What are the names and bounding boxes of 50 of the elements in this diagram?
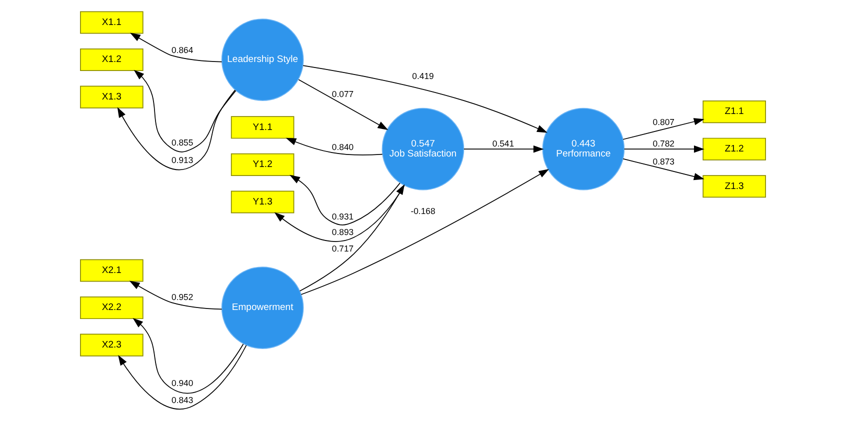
edge-label: 0.952 — [171, 292, 193, 302]
arrow — [274, 185, 404, 242]
arrow — [300, 168, 549, 295]
edge-label: 0.843 — [171, 395, 193, 406]
node-circle: 0.547 Job Satisfaction — [381, 108, 464, 190]
arrow — [118, 344, 246, 410]
edge-label: 0.873 — [652, 156, 674, 167]
node-circle: 0.443 Performance — [542, 108, 624, 190]
arrow — [285, 138, 382, 156]
edge-label: 0.893 — [331, 226, 354, 237]
edge-label: 0.940 — [171, 378, 193, 388]
node-box: X2.3 — [80, 334, 143, 356]
arrow — [622, 118, 704, 140]
edge-label: 0.931 — [331, 211, 354, 222]
arrow — [298, 79, 388, 130]
node-circle: Leadership Style — [220, 18, 304, 101]
node-box: X1.2 — [80, 48, 143, 72]
edge-label: 0.541 — [492, 138, 514, 148]
arrow — [298, 184, 404, 292]
arrow — [132, 318, 244, 394]
node-box: Y1.1 — [230, 116, 294, 139]
node-box: X1.1 — [80, 11, 143, 34]
node-circle: Empowerment — [220, 266, 304, 349]
node-box: X2.2 — [80, 296, 143, 320]
arrow — [462, 145, 544, 153]
node-box: Z1.2 — [702, 138, 766, 160]
arrow — [289, 174, 400, 226]
edge-label: 0.855 — [171, 138, 193, 148]
edge-label: 0.913 — [171, 154, 193, 165]
node-box: Y1.2 — [230, 153, 294, 176]
arrow — [622, 158, 704, 180]
node-box: Z1.1 — [702, 100, 766, 124]
arrow — [302, 65, 547, 133]
arrow — [133, 70, 236, 152]
arrow — [128, 280, 222, 310]
edge-label: 0.840 — [331, 142, 354, 152]
node-box: Y1.3 — [230, 190, 294, 214]
node-box: Z1.3 — [702, 175, 766, 198]
edge-label: 0.782 — [652, 138, 674, 148]
edge-label: 0.077 — [331, 89, 354, 100]
arrow — [116, 90, 236, 170]
edge-label: 0.419 — [412, 70, 434, 81]
edge-label: 0.864 — [171, 44, 193, 55]
arrow — [623, 145, 704, 153]
edge-label: 0.807 — [652, 116, 674, 127]
node-box: X2.1 — [80, 259, 143, 282]
edge-label: -0.168 — [410, 206, 435, 216]
arrow — [129, 32, 222, 62]
node-box: X1.3 — [80, 86, 143, 108]
edge-label: 0.717 — [331, 243, 354, 254]
